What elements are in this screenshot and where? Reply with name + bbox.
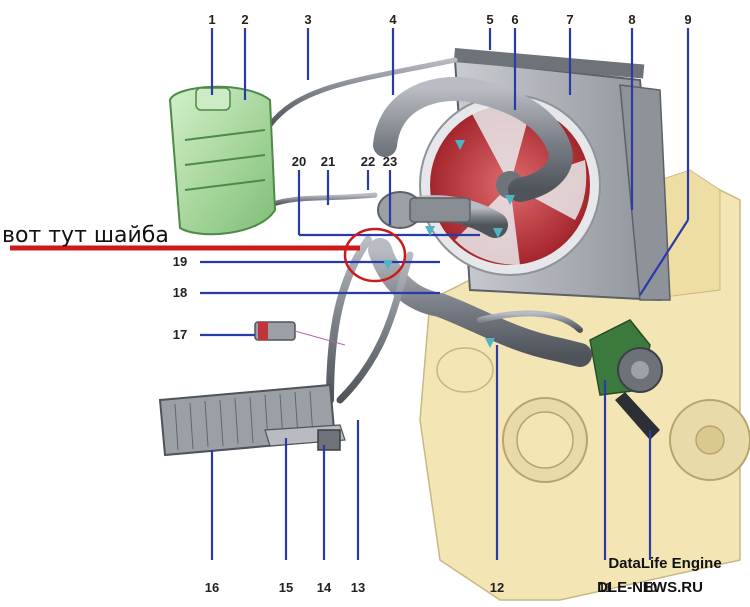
callout-19: 19 xyxy=(173,254,187,269)
hoses xyxy=(267,57,592,404)
watermark-line1: DataLife Engine xyxy=(608,555,721,572)
callout-6: 6 xyxy=(511,12,518,27)
callout-5: 5 xyxy=(486,12,493,27)
heater-tap xyxy=(317,429,341,451)
callout-lines xyxy=(200,28,690,560)
callout-17: 17 xyxy=(173,327,187,342)
callout-20: 20 xyxy=(292,154,306,169)
watermark: DataLife Engine DLE-NEWS.RU xyxy=(597,555,722,596)
callout-4: 4 xyxy=(389,12,397,27)
annotation-circle xyxy=(343,227,407,283)
callout-18: 18 xyxy=(173,285,187,300)
callout-10: 10 xyxy=(643,580,657,595)
callout-8: 8 xyxy=(628,12,635,27)
water-pump xyxy=(589,319,663,440)
thermostat-housing xyxy=(377,191,471,229)
callout-9: 9 xyxy=(684,12,691,27)
callout-22: 22 xyxy=(361,154,375,169)
callout-1: 1 xyxy=(208,12,215,27)
callout-15: 15 xyxy=(279,580,293,595)
callout-3: 3 xyxy=(304,12,311,27)
expansion-tank xyxy=(168,85,277,236)
callout-23: 23 xyxy=(383,154,397,169)
temperature-sensor xyxy=(254,321,346,346)
callout-12: 12 xyxy=(490,580,504,595)
flow-arrows xyxy=(383,140,515,348)
callout-11: 11 xyxy=(598,580,612,595)
watermark-line2: DLE-NEWS.RU xyxy=(597,579,703,596)
callout-numbers: 1 2 3 4 5 6 7 8 9 20 21 22 23 19 18 17 1… xyxy=(173,12,692,595)
annotation-text: вот тут шайба xyxy=(2,223,169,248)
callout-7: 7 xyxy=(566,12,573,27)
callout-21: 21 xyxy=(321,154,335,169)
callout-2: 2 xyxy=(241,12,248,27)
callout-16: 16 xyxy=(205,580,219,595)
callout-14: 14 xyxy=(317,580,332,595)
callout-13: 13 xyxy=(351,580,365,595)
